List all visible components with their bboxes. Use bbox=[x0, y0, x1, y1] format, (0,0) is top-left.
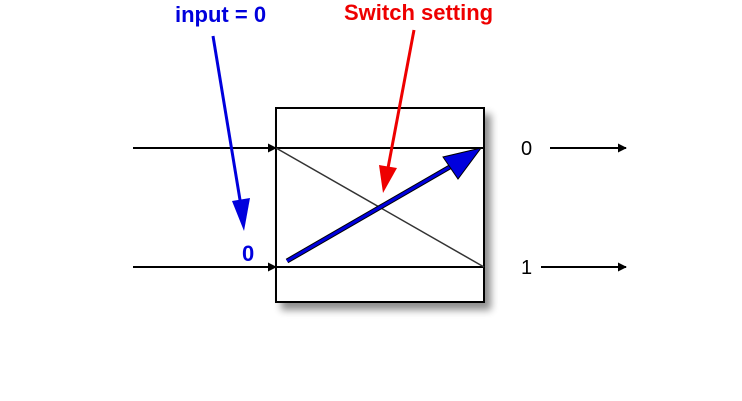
output-label-top: 0 bbox=[521, 138, 532, 160]
output-label-bottom: 1 bbox=[521, 257, 532, 279]
switch-path-arrow-line-blue bbox=[286, 162, 456, 263]
switch-path-arrowhead bbox=[442, 147, 483, 180]
switch-setting-label: Switch setting bbox=[344, 0, 493, 25]
input-label: input = 0 bbox=[175, 2, 266, 27]
switch-annotation-arrowhead bbox=[379, 165, 397, 193]
switch-annotation-arrow-line bbox=[386, 29, 416, 169]
input-value-label: 0 bbox=[242, 241, 254, 266]
input-annotation-arrowhead bbox=[232, 198, 250, 231]
input-annotation-arrow-line bbox=[211, 35, 243, 207]
